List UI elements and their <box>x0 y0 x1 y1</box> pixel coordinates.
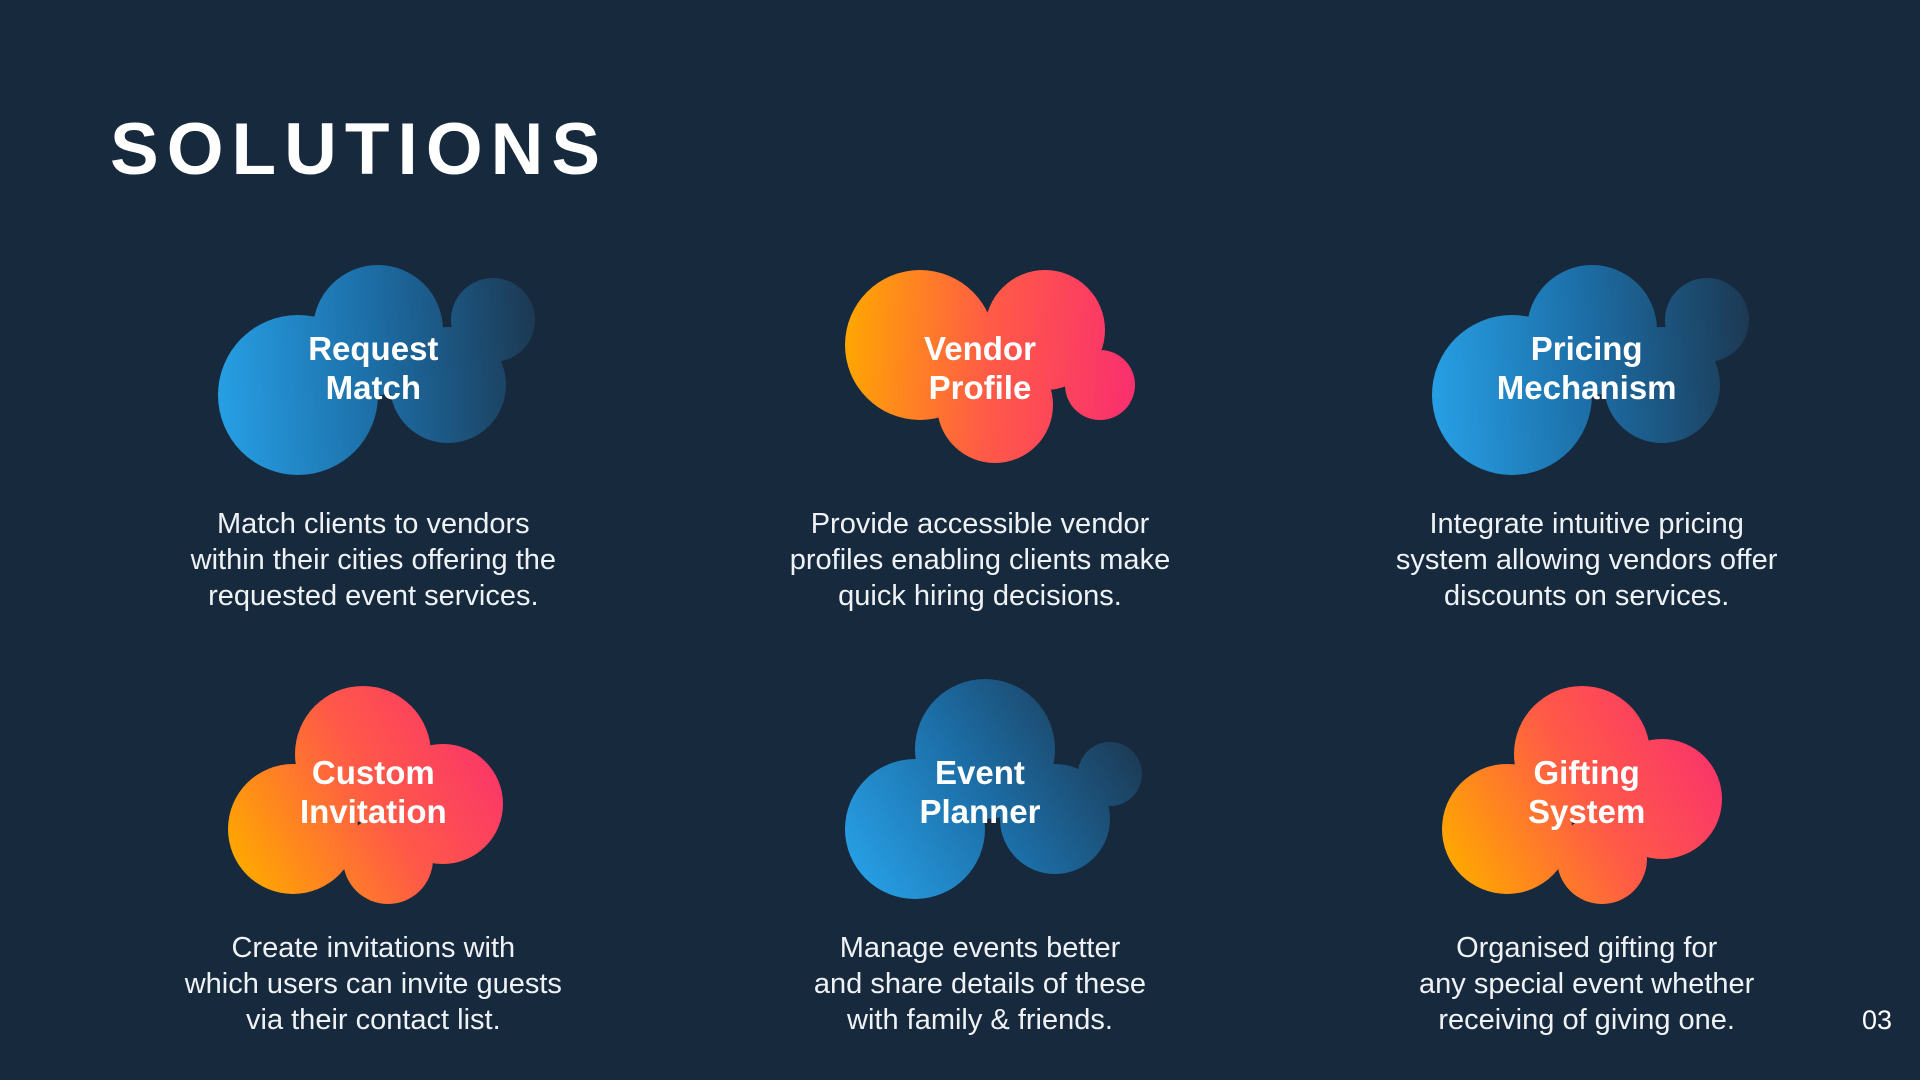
description-line: system allowing vendors offer <box>1395 544 1778 576</box>
card-description: Manage events better and share details o… <box>814 930 1146 1038</box>
slide-title: SOLUTIONS <box>110 109 609 190</box>
description-line: any special event whether <box>1419 968 1755 1000</box>
blob-label: Event Planner <box>800 659 1160 914</box>
description-line: Match clients to vendors <box>216 508 530 540</box>
solution-card-request-match: Request Match Match clients to vendors w… <box>70 235 677 614</box>
blob-pricing-mechanism: Pricing Mechanism <box>1407 235 1767 490</box>
blob-label-line: Invitation <box>299 792 447 830</box>
description-line: via their contact list. <box>246 1004 501 1036</box>
solutions-grid: Request Match Match clients to vendors w… <box>70 235 1890 1038</box>
description-line: Provide accessible vendor <box>810 508 1150 540</box>
description-line: within their cities offering the <box>190 544 557 576</box>
blob-label: Vendor Profile <box>800 235 1160 490</box>
blob-label-line: System <box>1527 792 1646 830</box>
description-line: Organised gifting for <box>1456 932 1718 964</box>
blob-label-line: Planner <box>919 792 1041 830</box>
description-line: Integrate intuitive pricing <box>1429 508 1744 540</box>
description-line: Create invitations with <box>231 932 516 964</box>
blob-custom-invitation: Custom Invitation <box>193 659 553 914</box>
description-line: and share details of these <box>813 968 1147 1000</box>
solution-card-event-planner: Event Planner Manage events better and s… <box>677 659 1284 1038</box>
blob-vendor-profile: Vendor Profile <box>800 235 1160 490</box>
blob-shape-blue <box>218 265 536 475</box>
card-description: Integrate intuitive pricing system allow… <box>1396 506 1777 614</box>
card-description: Create invitations with which users can … <box>185 930 562 1038</box>
description-line: which users can invite guests <box>184 968 562 1000</box>
blob-label: Pricing Mechanism <box>1407 235 1767 490</box>
description-line: discounts on services. <box>1444 580 1730 612</box>
blob-label-line: Pricing <box>1530 329 1643 367</box>
solution-card-custom-invitation: Custom Invitation Create invitations wit… <box>70 659 677 1038</box>
blob-label-line: Event <box>935 753 1025 791</box>
blob-label-line: Mechanism <box>1496 368 1677 406</box>
card-description: Match clients to vendors within their ci… <box>191 506 556 614</box>
blob-gifting-system: Gifting System <box>1407 659 1767 914</box>
description-line: requested event services. <box>208 580 539 612</box>
blob-label: Request Match <box>193 235 553 490</box>
blob-request-match: Request Match <box>193 235 553 490</box>
description-line: with family & friends. <box>847 1004 1113 1036</box>
description-line: Manage events better <box>839 932 1121 964</box>
solution-card-pricing-mechanism: Pricing Mechanism Integrate intuitive pr… <box>1283 235 1890 614</box>
blob-label-line: Vendor <box>924 329 1036 367</box>
blob-label-line: Match <box>325 368 421 406</box>
card-description: Provide accessible vendor profiles enabl… <box>790 506 1170 614</box>
description-line: receiving of giving one. <box>1438 1004 1735 1036</box>
solution-card-vendor-profile: Vendor Profile Provide accessible vendor… <box>677 235 1284 614</box>
blob-shape-blue <box>1431 265 1749 475</box>
card-description: Organised gifting for any special event … <box>1419 930 1754 1038</box>
blob-shape-warm <box>228 686 504 904</box>
blob-label-line: Request <box>308 329 439 367</box>
blob-label: Gifting System <box>1407 659 1767 914</box>
solution-card-gifting-system: Gifting System Organised gifting for any… <box>1283 659 1890 1038</box>
blob-label-line: Gifting <box>1533 753 1640 791</box>
blob-shape-warm <box>844 270 1135 463</box>
blob-shape-warm <box>1441 686 1722 904</box>
description-line: quick hiring decisions. <box>838 580 1122 612</box>
blob-shape-blue <box>844 679 1142 899</box>
page-number: 03 <box>1861 1005 1892 1035</box>
blob-event-planner: Event Planner <box>800 659 1160 914</box>
blob-label-line: Profile <box>928 368 1032 406</box>
description-line: profiles enabling clients make <box>789 544 1171 576</box>
blob-label: Custom Invitation <box>193 659 553 914</box>
blob-label-line: Custom <box>311 753 435 791</box>
